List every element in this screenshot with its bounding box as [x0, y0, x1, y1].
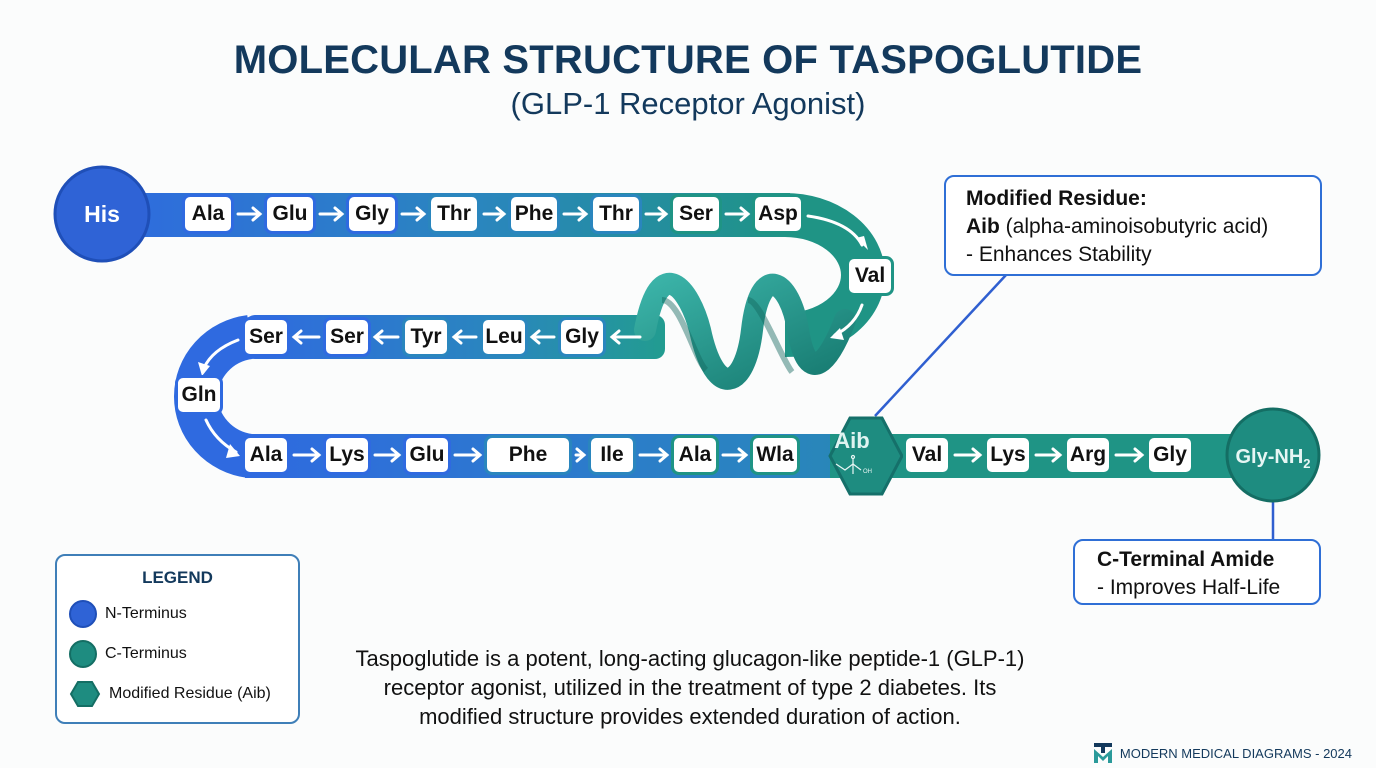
hexagon-swatch-icon: [69, 681, 101, 707]
residue-box[interactable]: Gln: [175, 375, 223, 415]
residue-box[interactable]: Thr: [428, 194, 480, 234]
footer-text: MODERN MEDICAL DIAGRAMS - 2024: [1119, 745, 1352, 761]
residue-box[interactable]: Glu: [264, 194, 316, 234]
turn-arrowhead: [856, 236, 868, 250]
c-terminus-node[interactable]: [1225, 407, 1321, 503]
aib-modified-residue[interactable]: [828, 416, 904, 496]
diagram-subtitle: (GLP-1 Receptor Agonist): [510, 86, 866, 121]
legend-label: C-Terminus: [105, 645, 187, 662]
c-terminus-label: Gly-NH2: [1235, 446, 1310, 471]
legend-title: LEGEND: [142, 568, 213, 587]
sequence-arrow: [574, 447, 587, 463]
sequence-arrow: [453, 447, 483, 463]
sequence-arrow: [529, 329, 556, 345]
sequence-arrow: [318, 206, 345, 222]
aib-label: Aib: [834, 428, 869, 453]
sequence-arrow: [1114, 447, 1145, 463]
footer: MODERN MEDICAL DIAGRAMS - 2024: [1092, 742, 1352, 764]
n-terminus-swatch-icon: [69, 600, 97, 628]
callout-heading: C-Terminal Amide: [1097, 548, 1275, 571]
sequence-arrow: [292, 447, 322, 463]
description-line: modified structure provides extended dur…: [419, 704, 961, 729]
sequence-arrow: [953, 447, 983, 463]
residue-box[interactable]: Phe: [508, 194, 560, 234]
n-terminus-label: His: [84, 201, 120, 227]
legend-label: Modified Residue (Aib): [109, 685, 271, 702]
residue-box[interactable]: Thr: [590, 194, 642, 234]
residue-box[interactable]: Phe: [484, 435, 572, 475]
residue-box[interactable]: Leu: [480, 317, 528, 357]
legend-item-c-terminus: C-Terminus: [69, 640, 187, 668]
residue-box[interactable]: Arg: [1064, 435, 1112, 475]
residue-box[interactable]: Ser: [670, 194, 722, 234]
legend: LEGEND N-Terminus C-Terminus Modified Re…: [55, 554, 300, 724]
residue-box[interactable]: Lys: [984, 435, 1032, 475]
turn-arrowhead: [830, 328, 844, 340]
brand-logo-icon: [1093, 743, 1112, 763]
modified-callout-connector: [874, 274, 1007, 417]
residue-box[interactable]: Ser: [242, 317, 290, 357]
legend-item-modified-residue: Modified Residue (Aib): [69, 680, 271, 708]
aib-structure-icon: [835, 454, 862, 474]
residue-box[interactable]: Tyr: [402, 317, 450, 357]
residue-box[interactable]: Val: [903, 435, 951, 475]
sequence-arrow: [373, 447, 402, 463]
residue-box[interactable]: Asp: [752, 194, 804, 234]
residue-box[interactable]: Ala: [242, 435, 290, 475]
diagram-title: MOLECULAR STRUCTURE OF TASPOGLUTIDE: [233, 38, 1143, 82]
legend-item-n-terminus: N-Terminus: [69, 600, 187, 628]
residue-box[interactable]: Glu: [403, 435, 451, 475]
callout-aib-bold: Aib: [966, 215, 1000, 238]
n-terminus-node[interactable]: [53, 165, 151, 263]
description: Taspoglutide is a potent, long-acting gl…: [320, 644, 1060, 731]
sequence-arrow: [482, 206, 507, 222]
modified-residue-callout: Modified Residue: Aib (alpha-aminoisobut…: [944, 175, 1322, 276]
callout-note: - Improves Half-Life: [1097, 576, 1281, 599]
sequence-arrow: [562, 206, 589, 222]
residue-box[interactable]: Ser: [323, 317, 371, 357]
callout-heading: Modified Residue:: [966, 187, 1147, 210]
residue-box[interactable]: Gly: [558, 317, 606, 357]
sequence-arrow: [1034, 447, 1063, 463]
description-line: receptor agonist, utilized in the treatm…: [383, 675, 997, 700]
c-terminus-swatch-icon: [69, 640, 97, 668]
residue-box[interactable]: Ile: [588, 435, 636, 475]
residue-box[interactable]: Gly: [346, 194, 398, 234]
c-terminal-callout: C-Terminal Amide - Improves Half-Life: [1073, 539, 1321, 605]
residue-box[interactable]: Ala: [671, 435, 719, 475]
alpha-helix: [634, 273, 856, 390]
sequence-arrow: [291, 329, 321, 345]
sequence-arrow: [644, 206, 669, 222]
sequence-arrow: [451, 329, 478, 345]
sequence-arrow: [400, 206, 427, 222]
turn-arrowhead: [198, 362, 210, 376]
sequence-arrow: [372, 329, 400, 345]
residue-box[interactable]: Ala: [182, 194, 234, 234]
turn-arrowhead: [226, 444, 240, 458]
residue-box[interactable]: Lys: [323, 435, 371, 475]
callout-note: - Enhances Stability: [966, 243, 1152, 266]
callout-aib-name: (alpha-aminoisobutyric acid): [999, 215, 1269, 238]
legend-label: N-Terminus: [105, 605, 187, 622]
residue-box[interactable]: Val: [846, 256, 894, 296]
sequence-arrow: [724, 206, 751, 222]
description-line: Taspoglutide is a potent, long-acting gl…: [355, 646, 1025, 671]
aib-oh-label: OH: [863, 469, 872, 475]
sequence-arrow: [609, 329, 642, 345]
sequence-arrow: [236, 206, 263, 222]
sequence-arrow: [721, 447, 749, 463]
residue-box[interactable]: Gly: [1146, 435, 1194, 475]
residue-box[interactable]: Wla: [750, 435, 800, 475]
sequence-arrow: [638, 447, 670, 463]
